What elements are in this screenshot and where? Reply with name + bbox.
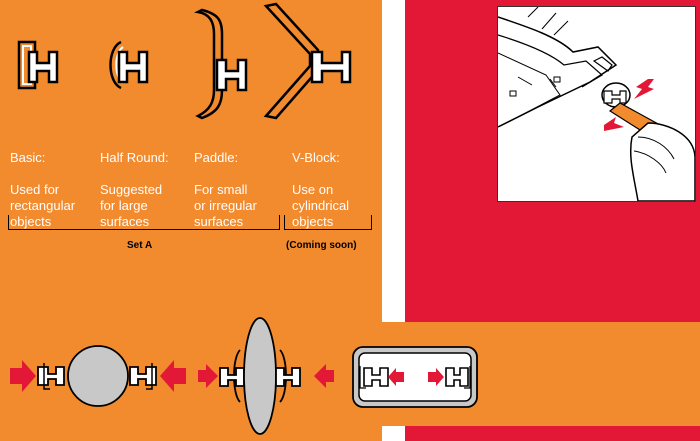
clamp-name-basic: Basic: (10, 150, 46, 165)
v-block-clamp-icon (263, 2, 352, 120)
coming-soon-label: (Coming soon) (286, 240, 357, 251)
clamp-caption-half-round: Half Round: Suggested for large surfaces (100, 134, 169, 230)
clamp-name-v-block: V-Block: (292, 150, 340, 165)
clamp-name-paddle: Paddle: (194, 150, 239, 165)
rectangular-frame-clamping-icon (352, 346, 478, 408)
round-object-clamping-icon (10, 345, 186, 407)
oval-object-clamping-icon (198, 317, 334, 435)
paddle-clamp-icon (194, 8, 248, 120)
clamp-desc-half-round: Suggested for large surfaces (100, 182, 163, 229)
clamp-name-half-round: Half Round: (100, 150, 169, 165)
clamp-caption-v-block: V-Block: Use on cylindrical objects (292, 134, 349, 230)
clamp-application-illustration (497, 6, 696, 202)
clamp-desc-v-block: Use on cylindrical objects (292, 182, 350, 229)
basic-clamp-icon (17, 40, 59, 90)
half-round-clamp-icon (109, 40, 149, 90)
clamp-desc-paddle: For small or irregular surfaces (194, 182, 257, 229)
coming-soon-bracket (284, 215, 372, 230)
clamp-caption-basic: Basic: Used for rectangular objects (10, 134, 75, 230)
set-a-label: Set A (127, 240, 153, 251)
clamp-caption-paddle: Paddle: For small or irregular surfaces (194, 134, 257, 230)
hand-applying-clamp-icon (498, 7, 695, 201)
set-a-bracket (8, 215, 280, 230)
clamp-desc-basic: Used for rectangular objects (10, 182, 76, 229)
